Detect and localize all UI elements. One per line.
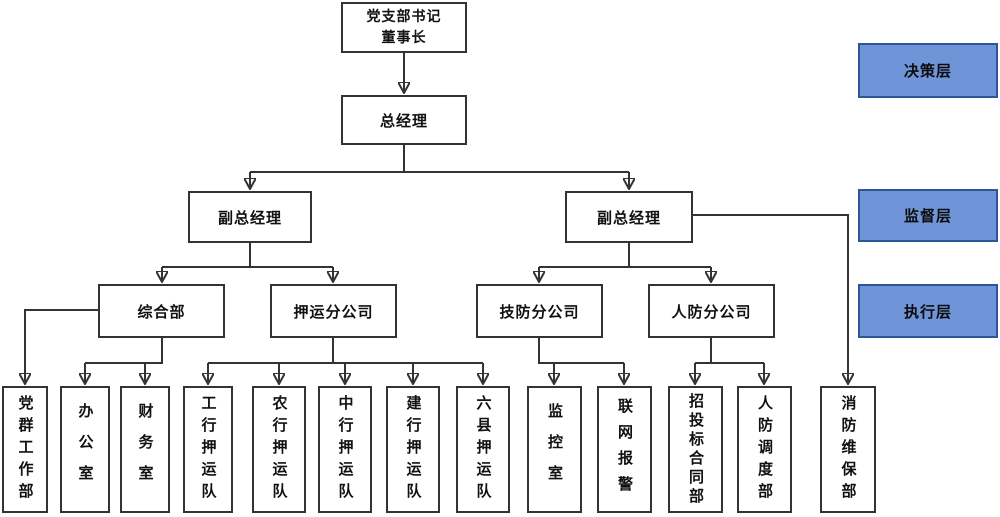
layer-decision-label: 决策层 xyxy=(903,62,952,80)
node-chairman-line2: 董事长 xyxy=(381,29,427,46)
node-civil-defense-branch: 人防分公司 xyxy=(648,284,775,338)
layer-execution-label: 执行层 xyxy=(903,302,952,321)
connector-tech-defense-children xyxy=(538,338,624,384)
node-fire-maintenance-dept: 消防维保部 xyxy=(820,386,876,513)
node-icbc-escort-team: 工行押运队 xyxy=(183,386,233,513)
node-deputy-gm-right: 副总经理 xyxy=(565,191,693,243)
node-escort-branch-label: 押运分公司 xyxy=(293,302,374,321)
node-tech-defense-branch: 技防分公司 xyxy=(476,284,603,338)
node-office: 办公室 xyxy=(60,386,110,513)
node-deputy-gm-left: 副总经理 xyxy=(188,191,312,243)
node-deputy-gm-right-label: 副总经理 xyxy=(596,208,661,227)
node-ccb-escort-team: 建行押运队 xyxy=(386,386,440,513)
layer-supervision-label: 监督层 xyxy=(903,207,952,225)
connector-general-dept-children xyxy=(85,338,163,384)
node-escort-branch: 押运分公司 xyxy=(270,284,397,338)
layer-supervision: 监督层 xyxy=(858,189,998,242)
connector-escort-branch-children xyxy=(208,338,483,384)
node-chairman: 党支部书记 董事长 xyxy=(341,2,467,53)
layer-decision: 决策层 xyxy=(858,43,998,98)
connector-general-dept-to-party-mass xyxy=(25,309,98,384)
node-civil-defense-branch-label: 人防分公司 xyxy=(671,302,752,321)
node-monitoring-room: 监控室 xyxy=(527,386,582,513)
node-finance-office: 财务室 xyxy=(120,386,170,513)
connector-deputy-left-to-depts xyxy=(162,243,333,282)
node-network-alarm: 联网报警 xyxy=(597,386,652,513)
node-abc-escort-team: 农行押运队 xyxy=(252,386,306,513)
node-general-dept: 综合部 xyxy=(98,284,225,338)
node-party-mass-work-dept: 党群工作部 xyxy=(2,386,48,513)
node-bidding-contract-dept: 招投标合同部 xyxy=(668,386,723,513)
connector-civil-defense-children xyxy=(695,338,764,384)
connector-gm-to-deputies xyxy=(250,145,629,189)
connector-deputy-right-to-depts xyxy=(539,243,711,282)
node-general-manager: 总经理 xyxy=(341,95,467,145)
node-deputy-gm-left-label: 副总经理 xyxy=(217,208,282,227)
node-boc-escort-team: 中行押运队 xyxy=(318,386,372,513)
node-six-county-escort-team: 六县押运队 xyxy=(456,386,510,513)
node-civil-defense-dispatch-dept: 人防调度部 xyxy=(737,386,792,513)
node-chairman-line1: 党支部书记 xyxy=(366,9,442,26)
node-general-dept-label: 综合部 xyxy=(137,302,186,321)
node-general-manager-label: 总经理 xyxy=(379,111,428,130)
node-tech-defense-branch-label: 技防分公司 xyxy=(499,302,580,321)
layer-execution: 执行层 xyxy=(858,284,998,338)
